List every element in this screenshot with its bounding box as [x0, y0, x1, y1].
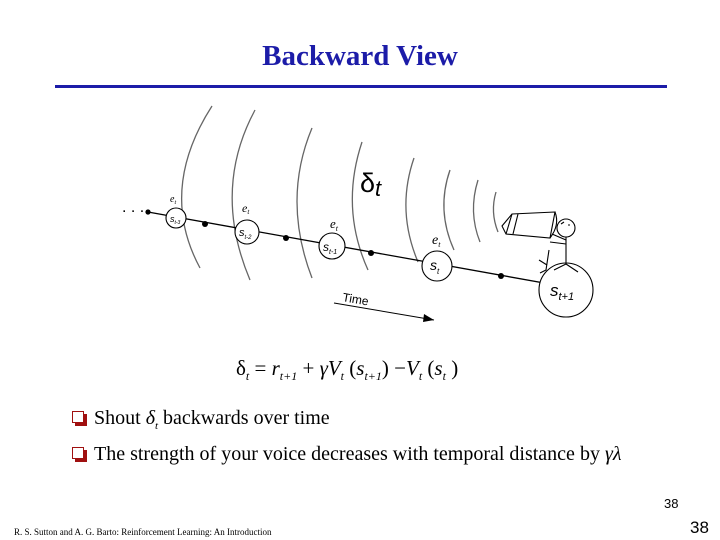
sound-wave-arcs: [180, 105, 499, 281]
state-circle: [165, 207, 187, 229]
bullet-box-icon: [72, 411, 87, 426]
gamma-lambda-symbol: γλ: [604, 443, 622, 465]
page-number: 38: [690, 518, 709, 537]
trace-label: et: [432, 233, 441, 249]
action-dot: [283, 235, 289, 241]
trace-label: et: [242, 201, 250, 216]
state-circles: [165, 207, 594, 318]
state-circle: [421, 250, 453, 282]
footer-citation: R. S. Sutton and A. G. Barto: Reinforcem…: [14, 527, 272, 537]
time-arrow-head: [423, 314, 434, 322]
title-divider: [55, 85, 667, 88]
state-circle: [538, 262, 594, 318]
bullet-item: The strength of your voice decreases wit…: [72, 440, 632, 468]
state-circle: [234, 219, 260, 245]
backward-view-diagram: . . . st-3 st-2 st-1 st st+1 et et et et…: [122, 105, 594, 322]
delta-label: δt: [360, 168, 382, 201]
state-label: st+1: [550, 281, 574, 303]
trace-label: et: [330, 216, 339, 233]
wave-arc: [296, 127, 313, 279]
slide-title: Backward View: [262, 40, 458, 72]
trace-label: et: [170, 194, 176, 206]
wave-arc: [492, 191, 499, 233]
wave-arc: [472, 179, 481, 243]
agent-head: [556, 218, 576, 238]
ellipsis: . . .: [122, 199, 144, 216]
wave-arc: [351, 141, 369, 271]
wave-arc: [231, 109, 256, 281]
bullet-list: Shout δt backwards over time The strengt…: [72, 404, 632, 468]
bullet-item: Shout δt backwards over time: [72, 404, 632, 440]
wave-arc: [405, 157, 419, 263]
bullet-box-icon: [72, 447, 87, 462]
state-circle: [318, 232, 346, 260]
state-label: st-1: [323, 240, 337, 256]
td-error-equation: δt = rt+1 + γVt (st+1) −Vt (st ): [236, 356, 459, 384]
action-dots: [145, 209, 504, 279]
state-label: st-3: [170, 214, 181, 226]
megaphone: [501, 211, 556, 239]
state-label: st-2: [239, 227, 252, 241]
time-label: Time: [341, 290, 370, 308]
wave-arc: [180, 105, 213, 269]
time-arrow: [333, 302, 435, 321]
slide-number-inner: 38: [664, 496, 679, 511]
action-dot: [202, 221, 208, 227]
action-dot: [145, 209, 151, 215]
wave-arc: [443, 169, 455, 251]
shouting-agent-icon: [501, 211, 579, 274]
state-label: st: [430, 257, 440, 276]
action-dot: [498, 273, 504, 279]
delta-symbol: δt: [145, 407, 159, 432]
action-dot: [368, 250, 374, 256]
